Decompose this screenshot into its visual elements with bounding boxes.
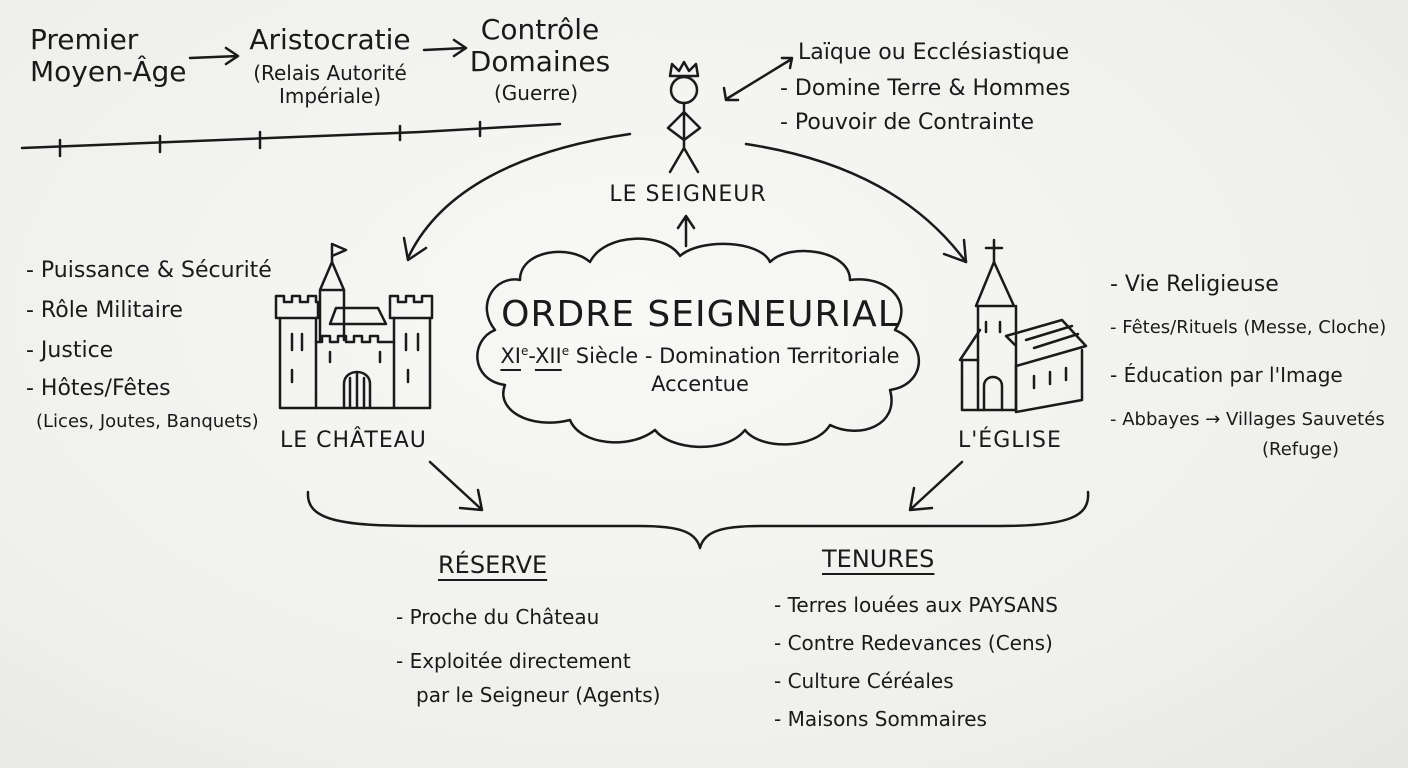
- castle-drawing: [274, 242, 434, 410]
- chateau-label: LE CHÂTEAU: [280, 428, 427, 453]
- chateau-note: (Lices, Joutes, Banquets): [36, 411, 259, 432]
- reserve-item-1: - Proche du Château: [396, 605, 600, 629]
- timeline-step-1: Premier Moyen-Âge: [30, 23, 187, 89]
- eglise-label: L'ÉGLISE: [958, 428, 1062, 453]
- chateau-item-2: - Rôle Militaire: [26, 298, 183, 323]
- tenures-item-1: - Terres louées aux PAYSANS: [774, 593, 1058, 617]
- reserve-title: RÉSERVE: [438, 551, 548, 579]
- seigneur-trait-1: Laïque ou Ecclésiastique: [798, 40, 1070, 65]
- seigneur-label: LE SEIGNEUR: [609, 182, 767, 207]
- eglise-item-2: - Fêtes/Rituels (Messe, Cloche): [1110, 317, 1387, 338]
- seigneur-double-arrow: [722, 56, 794, 102]
- church-drawing: [958, 238, 1088, 414]
- century-11-sup: e: [521, 344, 529, 358]
- timeline-step-1-text: Premier Moyen-Âge: [30, 23, 187, 89]
- center-subtitle: XIe-XIIe Siècle - Domination Territorial…: [500, 344, 900, 368]
- timeline-step-2-note: (Relais Autorité Impériale): [253, 61, 407, 108]
- chateau-item-3: - Justice: [26, 338, 114, 363]
- seigneur-trait-2: - Domine Terre & Hommes: [780, 76, 1071, 101]
- tenures-item-3: - Culture Céréales: [774, 669, 954, 693]
- eglise-item-1: - Vie Religieuse: [1110, 272, 1279, 297]
- center-subtitle-rest: Siècle - Domination Territoriale: [575, 344, 900, 368]
- arrow-cloud-to-seigneur: [676, 214, 696, 248]
- reserve-item-3: par le Seigneur (Agents): [416, 683, 661, 707]
- timeline-arrows: [188, 38, 468, 66]
- tenures-item-2: - Contre Redevances (Cens): [774, 631, 1053, 655]
- cloud-shape: [476, 237, 921, 449]
- seigneur-figure: [666, 60, 702, 174]
- century-12: XII: [534, 344, 562, 368]
- eglise-item-3: - Éducation par l'Image: [1110, 363, 1343, 387]
- arrow-eglise-to-brace: [908, 460, 964, 512]
- eglise-note: (Refuge): [1262, 439, 1340, 460]
- arrow-to-chateau: [402, 132, 632, 262]
- timeline-line: [20, 120, 562, 158]
- curly-brace: [306, 490, 1090, 550]
- century-12-sup: e: [561, 344, 570, 358]
- arrow-chateau-to-brace: [428, 460, 484, 512]
- seigneur-trait-3: - Pouvoir de Contrainte: [780, 110, 1035, 135]
- center-subtitle-line2: Accentue: [651, 372, 749, 396]
- timeline-step-3-title: Contrôle Domaines: [469, 13, 611, 79]
- timeline-step-2-title: Aristocratie: [249, 23, 411, 56]
- chateau-item-4: - Hôtes/Fêtes: [26, 376, 171, 401]
- tenures-title: TENURES: [822, 545, 935, 573]
- reserve-item-2: - Exploitée directement: [396, 649, 631, 673]
- center-title: ORDRE SEIGNEURIAL: [501, 294, 899, 335]
- tenures-item-4: - Maisons Sommaires: [774, 707, 987, 731]
- arrow-to-eglise: [744, 142, 968, 264]
- eglise-item-4: - Abbayes → Villages Sauvetés: [1110, 409, 1385, 430]
- century-11: XI: [500, 344, 521, 368]
- chateau-item-1: - Puissance & Sécurité: [26, 258, 272, 283]
- timeline-step-3-note: (Guerre): [493, 81, 579, 105]
